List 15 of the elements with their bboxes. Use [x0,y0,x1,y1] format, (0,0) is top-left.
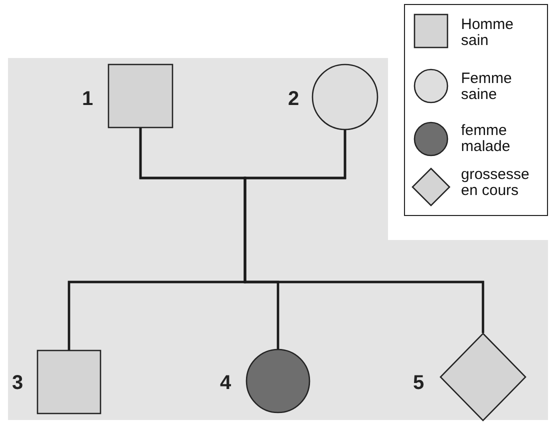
individual-number: 3 [12,372,24,395]
diamond-symbol [440,333,526,421]
individual-number: 2 [288,88,300,111]
individual-number: 1 [82,88,94,111]
legend-text: femme malade [461,123,512,155]
legend-text: grossesse en cours [461,167,530,199]
legend-text: Femme saine [461,71,513,103]
descent-line [244,130,484,333]
legend-text: Homme sain [461,17,515,49]
circle-symbol [246,349,310,413]
individual-number: 4 [220,372,232,395]
individual-number: 5 [413,372,424,395]
circle-symbol [312,64,378,130]
square-symbol [108,64,173,128]
square-symbol [37,350,101,414]
